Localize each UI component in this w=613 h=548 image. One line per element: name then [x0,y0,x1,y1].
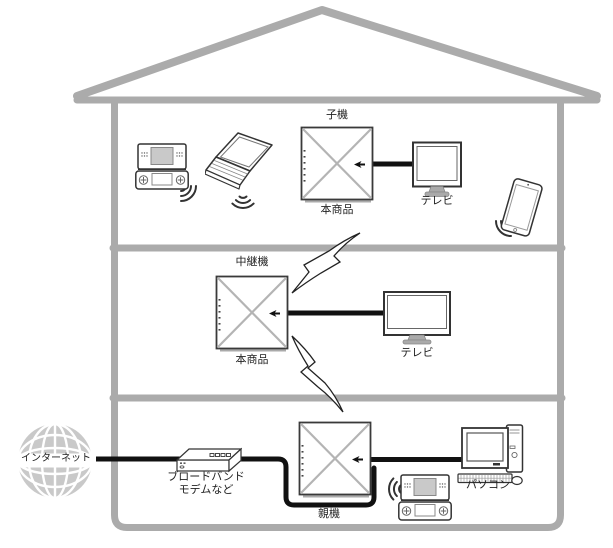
parent-router-label: 親機 [318,507,340,520]
tv-icon [383,291,451,345]
handheld-game-console-icon [398,474,452,521]
router-led-lights [218,299,221,331]
internet-label: インターネット [21,453,91,464]
router-led-lights [303,150,306,182]
product-label-middle: 本商品 [235,353,269,366]
cable-internet-to-parent-router [89,456,377,508]
speaker-dots [404,483,446,488]
wireless-link-middle-to-bottom [291,335,344,413]
laptop-icon [205,132,273,190]
wireless-link-top-to-middle [291,232,361,294]
tv-label-top: テレビ [420,194,454,207]
port-arrow-icon [269,310,280,317]
tv-label-middle: テレビ [400,346,434,359]
modem-label-line2: モデムなど [178,482,234,496]
modem-label-line1: ブロードバンド [167,470,245,483]
desktop-pc-icon [457,424,524,486]
modem-icon [176,447,242,473]
speaker-dots [141,152,183,157]
wifi-router-parent-unit [298,421,372,498]
handheld-game-console-icon [135,143,189,190]
product-label-top: 本商品 [320,203,354,216]
wifi-router-relay-unit [215,275,289,352]
modem-label: ブロードバンド モデムなど [159,470,253,496]
house-outline [73,6,601,531]
keyboard-rows [209,160,248,181]
internet-globe-icon [14,422,96,500]
port-arrow-icon [354,161,365,168]
child-router-label: 子機 [326,108,348,121]
router-led-lights [301,445,304,477]
relay-router-label: 中継機 [235,255,269,268]
modem-ports [209,453,231,457]
lightning-link-icon [291,232,361,413]
pc-label: パソコン [466,478,510,491]
ethernet-cable [89,161,466,508]
tv-icon [412,141,462,197]
port-arrow-icon [352,456,363,463]
wifi-router-child-unit [300,126,374,203]
wifi-waves-icon [231,195,255,209]
smartphone-icon [497,175,548,241]
keyboard-keys [458,475,512,482]
